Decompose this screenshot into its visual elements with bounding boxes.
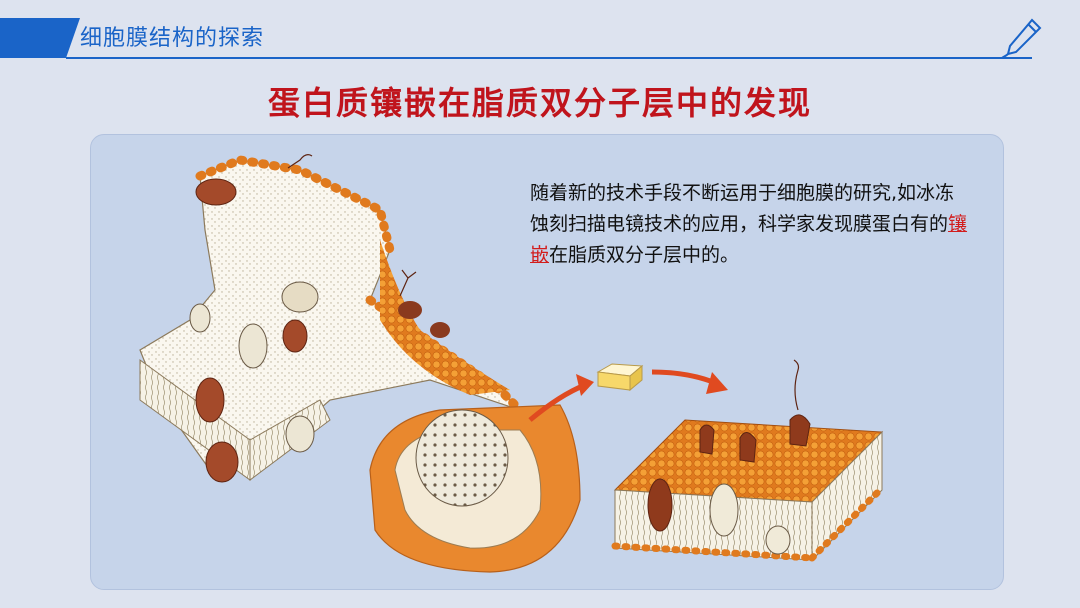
pen-icon (1001, 18, 1042, 59)
cell-fragment (369, 404, 581, 573)
page-title: 蛋白质镶嵌在脂质双分子层中的发现 (267, 84, 812, 122)
description-part-2: 在脂质双分子层中的。 (549, 244, 740, 266)
arrow-icon (651, 369, 719, 387)
header-underline (66, 57, 1032, 59)
section-title: 细胞膜结构的探索 (80, 26, 265, 51)
membrane-sample-block (596, 363, 644, 392)
header-accent-bar (0, 18, 80, 58)
description-part-1: 随着新的技术手段不断运用于细胞膜的研究,如冰冻蚀刻扫描电镜技术的应用，科学家发现… (530, 182, 955, 235)
description-text: 随着新的技术手段不断运用于细胞膜的研究,如冰冻蚀刻扫描电镜技术的应用，科学家发现… (530, 178, 970, 271)
keyword-link[interactable]: 镶嵌 (530, 213, 968, 266)
membrane-sheet-left (139, 154, 525, 483)
lipid-bilayer-block (611, 359, 886, 562)
